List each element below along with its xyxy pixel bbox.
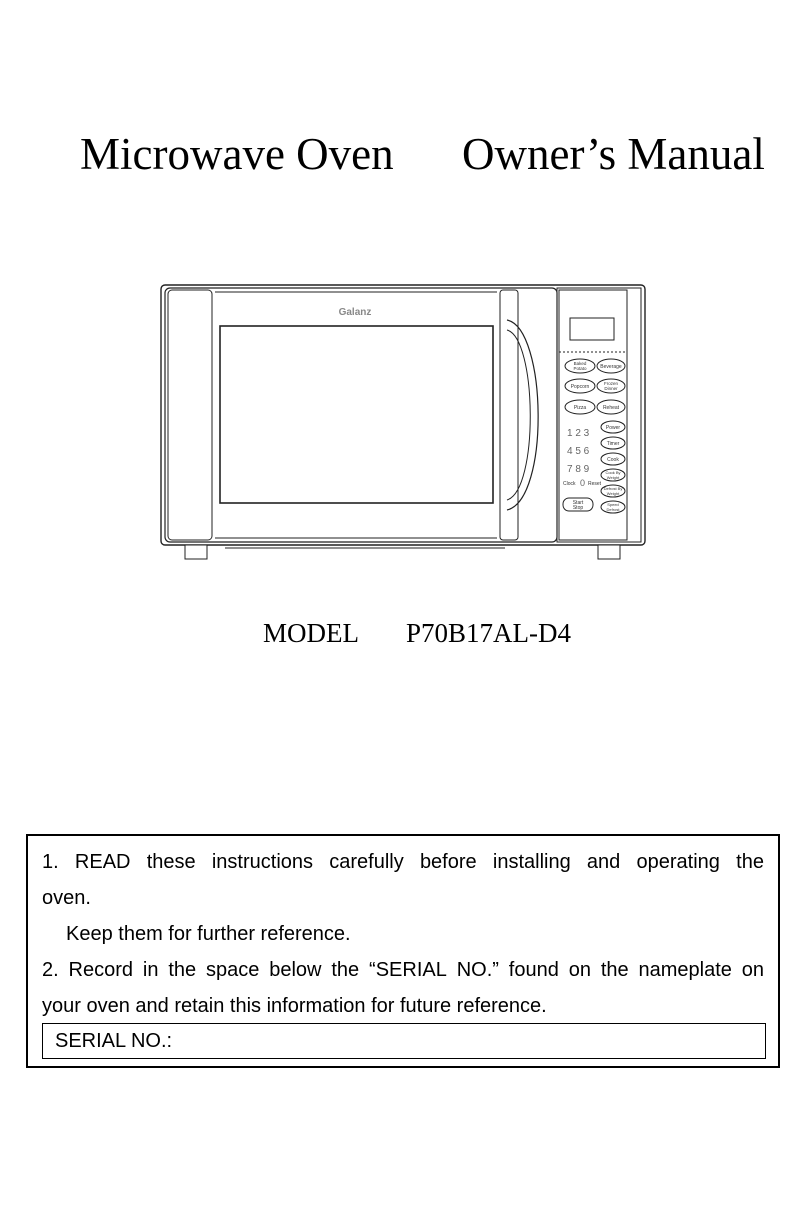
svg-text:Dinner: Dinner [604,386,618,391]
instruction-2-word: space [206,959,260,981]
svg-text:Start: Start [573,500,584,506]
instruction-1-word: 1. [42,851,59,873]
instruction-1-word: installing [492,851,571,873]
brand-logo: Galanz [339,307,372,318]
instruction-1-word: before [419,851,477,873]
instruction-1-word: and [586,851,621,873]
instruction-item-1-keep: Keep them for further reference. [66,923,351,945]
svg-text:Baked: Baked [574,361,587,366]
menu-buttons: Baked Potato Beverage Popcorn Frozen Din… [564,358,626,415]
instruction-2-word: on [568,959,591,981]
svg-text:Weight: Weight [607,475,620,480]
manual-subtitle: Owner’s Manual [462,129,765,179]
svg-text:Weight: Weight [607,491,620,496]
instruction-2-word: below [269,959,322,981]
instruction-2-word: Record [68,959,134,981]
manual-title: Microwave Oven Owner’s Manual [0,128,808,184]
serial-number-label: SERIAL NO.: [55,1030,173,1052]
instruction-2-word: “SERIAL [369,959,447,981]
svg-text:1 2 3: 1 2 3 [567,428,590,439]
product-title: Microwave Oven [80,129,394,179]
svg-text:Potato: Potato [573,366,587,371]
svg-text:Cook By: Cook By [605,470,620,475]
model-line: MODEL P70B17AL-D4 [0,618,808,658]
svg-text:7 8 9: 7 8 9 [567,464,590,475]
instruction-2-word: in [142,959,159,981]
svg-text:Beverage: Beverage [600,364,622,370]
instruction-1-word: operating [636,851,720,873]
instructions-box: 1. READ these instructions carefully before in… [26,834,780,1068]
svg-text:Speed: Speed [607,502,619,507]
display-window [569,317,615,341]
instruction-item-1: 1. READ these instructions carefully before in… [42,844,764,880]
instruction-1-word: instructions [211,851,314,873]
svg-text:0: 0 [580,478,585,488]
svg-text:Defrost: Defrost [607,507,621,512]
instruction-2-word: found [508,959,559,981]
instruction-2-word: the [168,959,197,981]
instruction-2-word: NO.” [456,959,499,981]
instruction-1-word: the [736,851,764,873]
model-number: P70B17AL-D4 [406,618,572,648]
instruction-item-2-cont: your oven and retain this information fo… [42,995,547,1017]
svg-text:Popcorn: Popcorn [571,384,590,390]
svg-text:Reset: Reset [588,481,602,487]
svg-text:Stop: Stop [573,505,584,511]
number-keypad: 1 2 3 4 5 6 7 8 9 Power Timer Cook Cook … [562,420,626,514]
instruction-2-word: the [331,959,360,981]
instruction-2-word: nameplate [638,959,732,981]
svg-text:Cook: Cook [607,457,619,463]
instruction-1-word: carefully [329,851,404,873]
instruction-item-1-cont: oven. [42,887,91,909]
instruction-1-word: READ [74,851,131,873]
svg-text:4 5 6: 4 5 6 [567,446,590,457]
model-label: MODEL [263,618,359,648]
instruction-2-word: 2. [42,959,59,981]
svg-text:Timer: Timer [607,441,620,447]
svg-text:Defrost By: Defrost By [604,486,623,491]
serial-number-field[interactable]: SERIAL NO.: [42,1023,766,1059]
svg-text:Reheat: Reheat [603,405,620,411]
svg-text:Frozen: Frozen [604,381,619,386]
svg-text:Clock: Clock [563,481,576,487]
microwave-illustration: Galanz Baked Potato Beverage Popcorn Fro… [155,280,653,570]
svg-text:Pizza: Pizza [574,405,586,411]
svg-text:Power: Power [606,425,621,431]
instruction-2-word: the [600,959,629,981]
instruction-2-word: on [741,959,764,981]
instruction-1-word: these [146,851,196,873]
